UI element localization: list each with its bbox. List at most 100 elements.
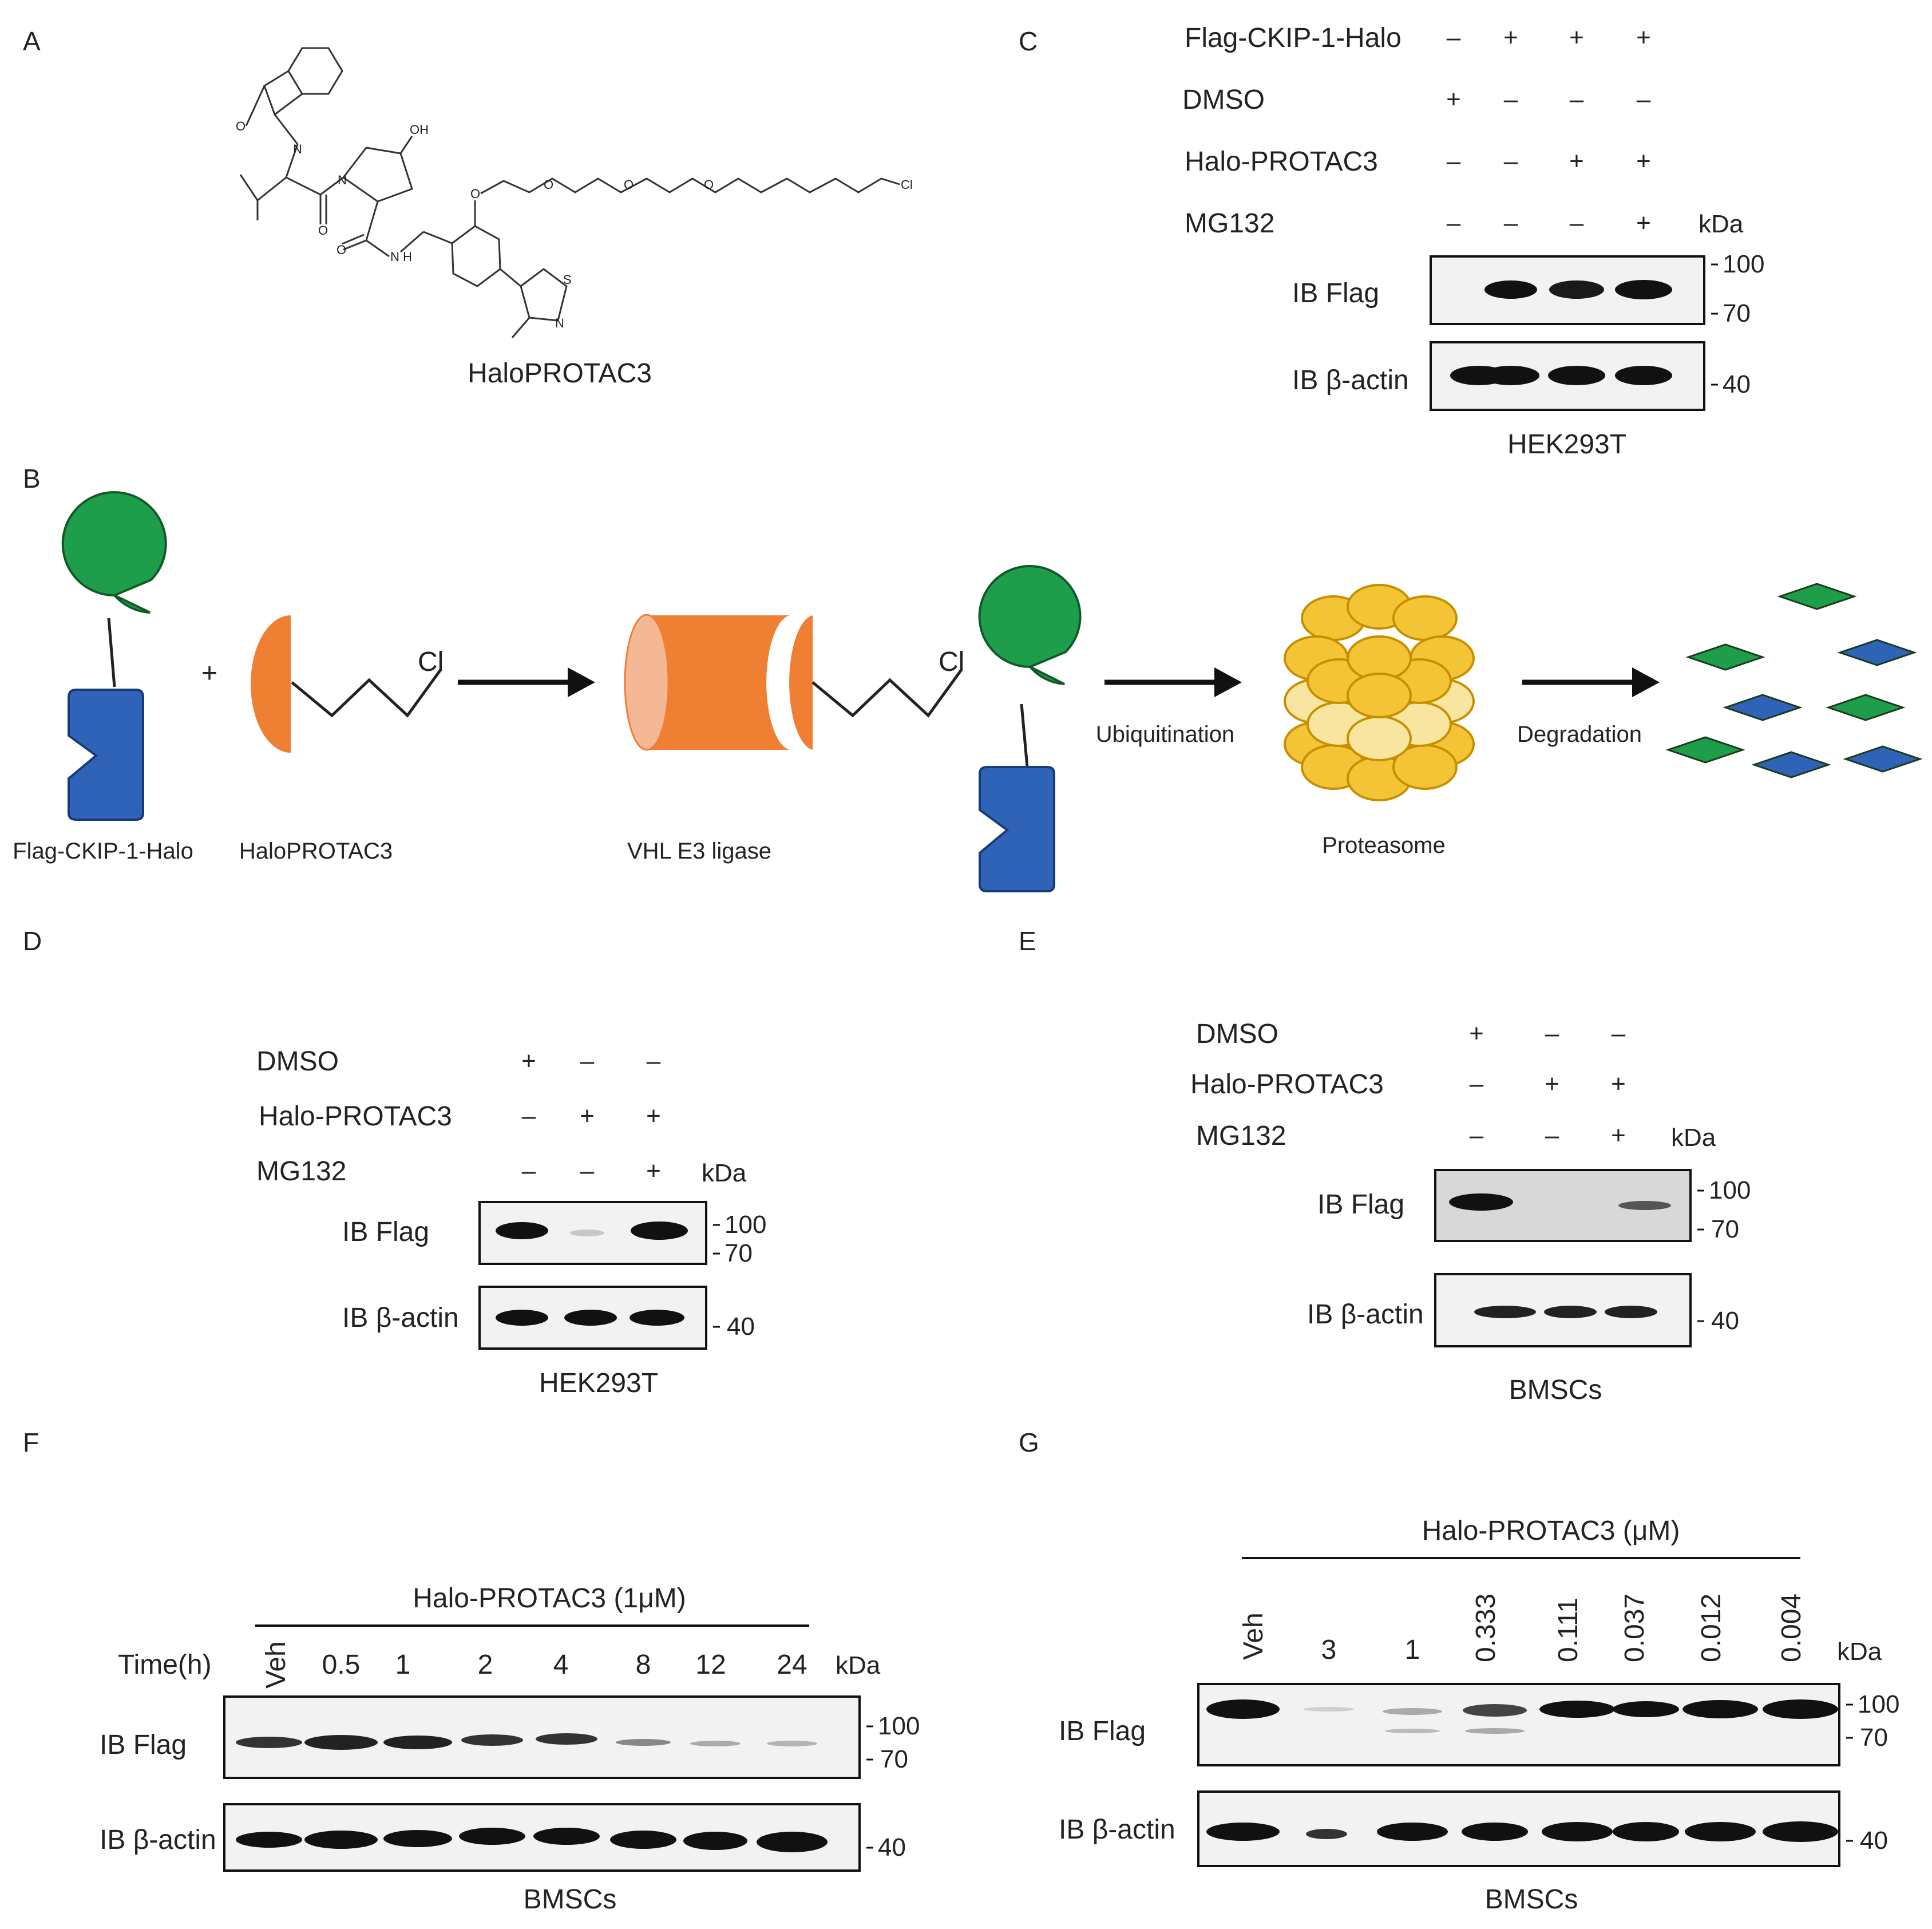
- atom-label: N: [338, 173, 347, 187]
- blot-band: [383, 1830, 452, 1847]
- plus-sign: +: [201, 658, 217, 689]
- blot-band: [1463, 1704, 1527, 1717]
- blot-band: [236, 1832, 302, 1848]
- mw-marker: 100: [1709, 1176, 1751, 1204]
- row-label: DMSO: [1182, 85, 1265, 115]
- chloride-label: Cl: [939, 647, 964, 677]
- blot-band: [496, 1310, 548, 1326]
- treatment-sign: +: [1636, 147, 1651, 175]
- mw-marker: 70: [1723, 299, 1751, 327]
- mw-marker: 70: [880, 1745, 908, 1773]
- treatment-sign: –: [1504, 209, 1518, 237]
- blot-band: [1206, 1699, 1280, 1719]
- blot-label: IB β-actin: [1059, 1815, 1175, 1845]
- compound-name: HaloPROTAC3: [468, 358, 652, 389]
- bond: [342, 234, 365, 245]
- blot-label: IB β-actin: [1292, 365, 1409, 396]
- blot-band: [690, 1741, 741, 1746]
- treatment-sign: +: [521, 1047, 536, 1075]
- panel-c-letter: C: [1019, 26, 1038, 56]
- blot-band: [683, 1832, 747, 1850]
- treatment-sign: –: [1504, 147, 1518, 175]
- mw-marker: 40: [1860, 1827, 1888, 1855]
- blot-band: [1465, 1728, 1525, 1734]
- blot-label: IB Flag: [100, 1730, 187, 1760]
- panel-b: B + Cl Cl: [13, 464, 1923, 892]
- lane-label: 0.5: [322, 1650, 361, 1680]
- halo-tag-pacman: [978, 565, 1082, 685]
- mw-marker: 40: [727, 1313, 755, 1341]
- blot-band: [1539, 1701, 1615, 1718]
- mw-marker: 100: [724, 1211, 766, 1239]
- atom-label: O: [470, 187, 480, 201]
- blot-band: [570, 1230, 604, 1236]
- blot-band: [1542, 1822, 1613, 1841]
- treatment-sign: –: [1637, 85, 1651, 113]
- linker-zigzag: [291, 669, 442, 718]
- blot-band: [1613, 1822, 1679, 1841]
- kda-label: kDa: [1671, 1124, 1716, 1152]
- bond: [423, 231, 453, 244]
- fragment-diamond: [1777, 583, 1857, 610]
- blot-band: [767, 1741, 817, 1746]
- row-label: DMSO: [1196, 1019, 1278, 1049]
- bond: [285, 144, 299, 178]
- treatment-table: Flag-CKIP-1-Halo – + + + DMSO + – – – Ha…: [1182, 23, 1744, 239]
- blot-band: [236, 1737, 302, 1748]
- treatment-sign: +: [1446, 85, 1461, 113]
- atom-labels: O N OH N O O N H O O O O S N Cl: [236, 119, 913, 330]
- haloprotac3-icon: Cl: [251, 615, 444, 753]
- bond: [365, 201, 379, 241]
- bond: [257, 176, 287, 201]
- vhl-e3-ligase-icon: Cl: [624, 614, 964, 751]
- treatment-sign: –: [580, 1157, 595, 1185]
- panel-a-letter: A: [23, 26, 41, 56]
- row-label: DMSO: [256, 1046, 339, 1077]
- panel-f-letter: F: [23, 1428, 39, 1457]
- cell-line-label: BMSCs: [1509, 1375, 1602, 1405]
- panel-e: E DMSO + – – Halo-PROTAC3 – + + MG132 – …: [1019, 926, 1751, 1405]
- lane-label: 0.037: [1620, 1594, 1650, 1662]
- fragment-diamond: [1723, 694, 1803, 721]
- blot-label: IB Flag: [342, 1217, 429, 1247]
- lane-label: 0.004: [1776, 1594, 1807, 1662]
- blot-band: [1306, 1829, 1347, 1839]
- blot-band: [1462, 1823, 1528, 1841]
- kda-label: kDa: [1837, 1638, 1882, 1666]
- halo-tag-pacman: [61, 491, 167, 614]
- blot-band: [1605, 1306, 1657, 1318]
- panel-g-letter: G: [1019, 1428, 1039, 1457]
- mw-marker: 100: [1858, 1690, 1899, 1718]
- ligase-pocket-rim: [789, 615, 813, 750]
- lane-label: Veh: [261, 1641, 291, 1689]
- cell-line-label: BMSCs: [524, 1884, 617, 1915]
- time-axis-label: Time(h): [118, 1650, 212, 1680]
- kda-label: kDa: [836, 1651, 881, 1679]
- lane-label: 3: [1321, 1635, 1337, 1665]
- treatment-sign: –: [1545, 1121, 1559, 1149]
- treatment-sign: –: [1447, 23, 1461, 52]
- treatment-sign: +: [580, 1102, 595, 1130]
- bond: [399, 136, 413, 154]
- ligase-cap: [624, 614, 670, 751]
- treatment-sign: –: [1570, 209, 1584, 237]
- mw-marker: 40: [1711, 1307, 1739, 1335]
- mw-marker: 70: [1711, 1215, 1739, 1243]
- ckip1-protein-block: [68, 689, 144, 821]
- treatment-sign: +: [1611, 1070, 1626, 1098]
- blot-band: [533, 1828, 600, 1845]
- row-label: Halo-PROTAC3: [259, 1101, 452, 1132]
- blot-band: [1615, 366, 1672, 385]
- panel-g: G Halo-PROTAC3 (μM) Veh 3 1 0.333 0.111 …: [1019, 1428, 1899, 1915]
- bond: [500, 268, 521, 287]
- atom-label: O: [544, 177, 553, 192]
- atom-label: N: [293, 142, 302, 156]
- atom-label: S: [563, 272, 572, 287]
- atom-label: N H: [390, 250, 412, 264]
- blot-band: [1383, 1708, 1442, 1715]
- western-blot-flag: [1197, 1683, 1840, 1766]
- ubiquitination-label: Ubiquitination: [1096, 722, 1234, 747]
- blot-band: [1484, 280, 1537, 299]
- ligase-pocket-gap: [766, 615, 813, 750]
- blot-label: IB Flag: [1292, 278, 1379, 309]
